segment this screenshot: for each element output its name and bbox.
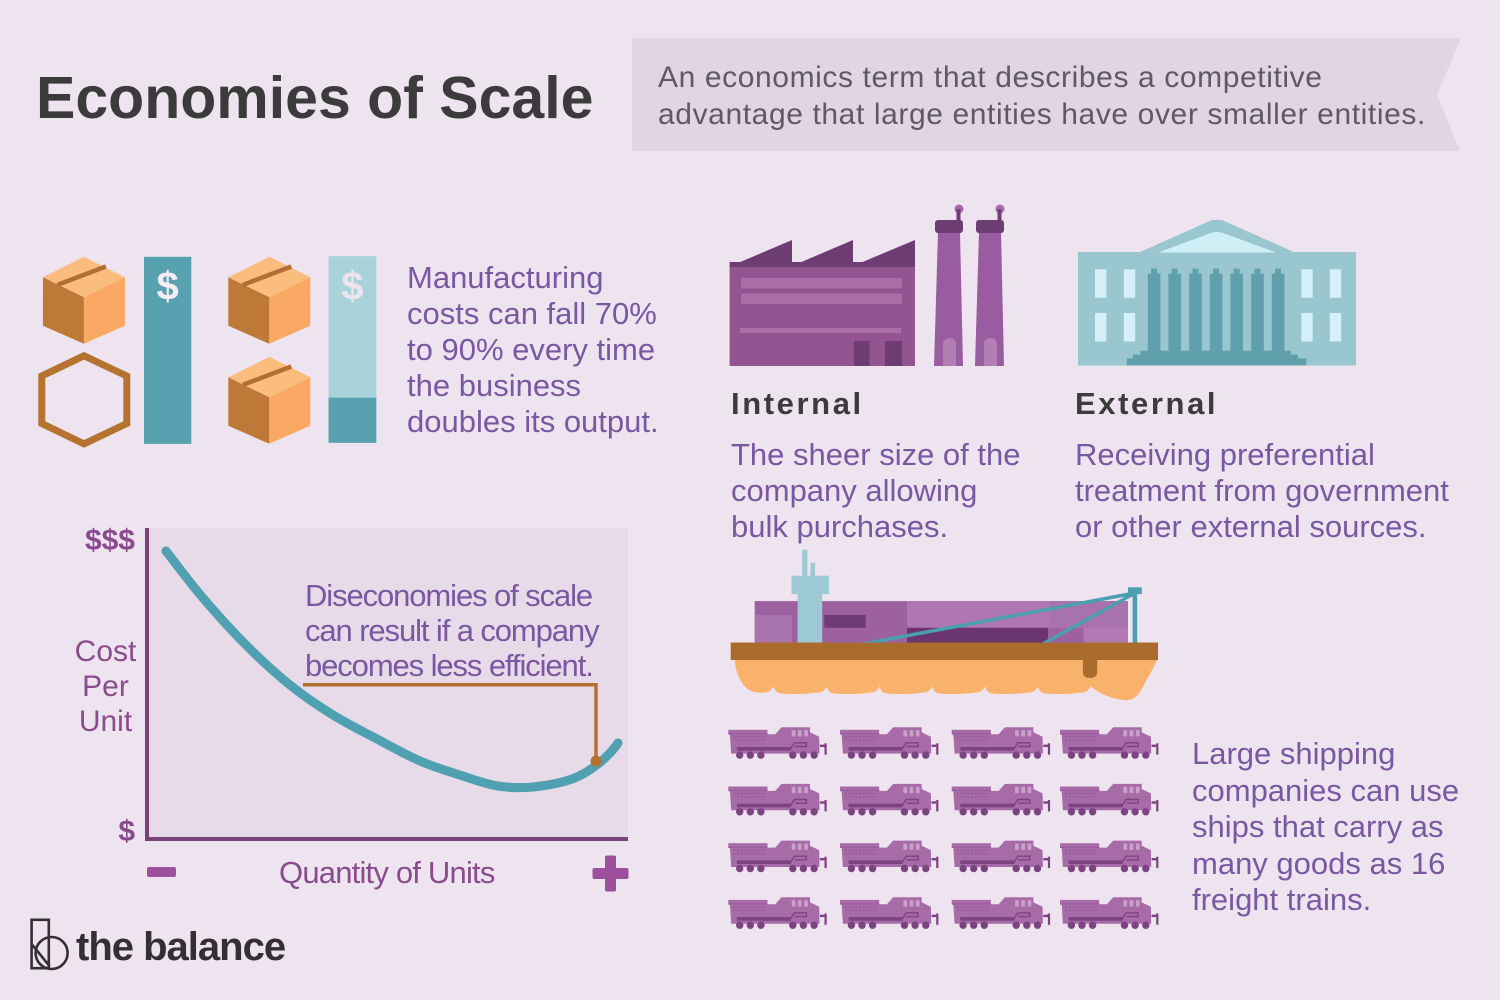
svg-text:$: $: [156, 265, 178, 309]
svg-text:$: $: [341, 265, 363, 309]
